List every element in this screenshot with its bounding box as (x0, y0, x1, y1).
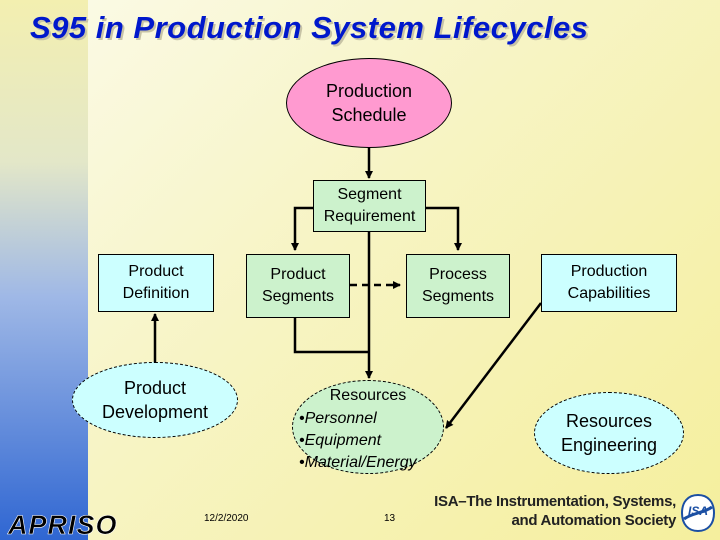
footer-date: 12/2/2020 (204, 513, 249, 524)
arrow-product-segments-to-resources (293, 318, 369, 354)
arrow-requirement-to-product-segments (291, 206, 313, 251)
list-item: •Personnel (299, 410, 377, 427)
arrow-requirement-to-process-segments (426, 206, 462, 251)
svg-text:ISA: ISA (688, 504, 708, 518)
page-number: 13 (384, 513, 396, 524)
list-item: •Equipment (299, 432, 382, 449)
svg-text:APRISO: APRISO (7, 510, 118, 538)
list-item: •Material/Energy (299, 454, 417, 471)
slide-title: S95 in Production System Lifecycles (30, 10, 589, 45)
arrow-capabilities-to-resources (445, 302, 542, 429)
resources-node: Resources •Personnel •Equipment •Materia… (292, 380, 444, 474)
isa-society-name: ISA–The Instrumentation, Systems, and Au… (434, 493, 676, 529)
isa-logo: ISA (680, 493, 716, 533)
resources-list: •Personnel •Equipment •Material/Energy (299, 408, 417, 474)
sidebar-gradient (0, 0, 88, 540)
resources-heading: Resources (329, 387, 407, 404)
apriso-logo: APRISO (7, 510, 118, 538)
